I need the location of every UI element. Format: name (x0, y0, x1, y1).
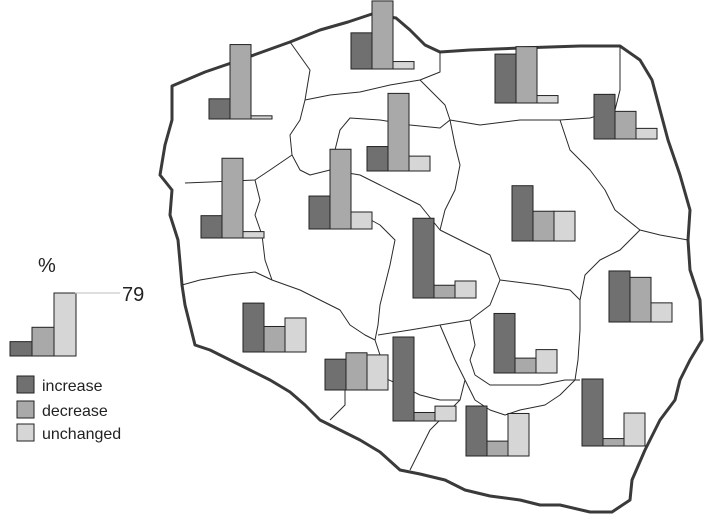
region-chart (494, 46, 559, 104)
bar-unchanged (350, 211, 373, 230)
legend-label-increase: increase (42, 378, 103, 395)
bar-decrease (532, 210, 555, 242)
bar-increase (392, 336, 415, 422)
bar-unchanged (242, 231, 265, 239)
region-chart (465, 405, 530, 457)
bar-decrease (263, 325, 286, 353)
bar-decrease (345, 352, 368, 391)
bar-increase (324, 358, 347, 391)
region-chart (608, 270, 673, 323)
region-chart (593, 93, 658, 140)
bar-decrease (221, 157, 244, 239)
region-chart (350, 0, 415, 70)
region-chart (242, 302, 307, 353)
bar-unchanged (392, 61, 415, 70)
bar-decrease (515, 46, 538, 104)
bar-decrease (387, 92, 410, 172)
bar-unchanged (553, 210, 576, 242)
region-chart (308, 148, 373, 230)
bar-increase (308, 195, 331, 230)
bar-decrease (229, 44, 252, 120)
bar-unchanged (408, 155, 431, 172)
legend-swatch-unchanged (16, 423, 35, 442)
bar-unchanged (650, 302, 673, 323)
legend-unit: % (38, 255, 56, 277)
region-chart (581, 378, 646, 447)
legend: % 79 increase decrease unchanged (9, 255, 144, 443)
bar-decrease (514, 357, 537, 374)
legend-example-chart (9, 292, 77, 357)
bar-unchanged (623, 412, 646, 447)
bar-increase (200, 215, 223, 239)
legend-label-decrease: decrease (42, 403, 108, 420)
bar-decrease (602, 438, 625, 447)
bar-decrease (371, 0, 394, 70)
bar-unchanged (454, 280, 477, 299)
legend-max-label: 79 (122, 284, 144, 306)
bar-unchanged (366, 354, 389, 391)
bar-decrease (329, 148, 352, 230)
bar-increase (593, 93, 616, 140)
region-charts (200, 0, 673, 457)
bar-decrease (413, 411, 436, 422)
bar-decrease (629, 276, 652, 323)
bar-unchanged (284, 317, 307, 353)
bar-unchanged (507, 412, 530, 457)
region-chart (392, 336, 457, 422)
bar-decrease (433, 284, 456, 299)
legend-bar-unchanged (53, 292, 77, 357)
bar-unchanged (250, 115, 273, 120)
region-chart (200, 157, 265, 239)
bar-unchanged (635, 127, 658, 140)
bar-increase (350, 32, 373, 70)
bar-increase (493, 312, 516, 374)
bar-increase (511, 185, 534, 242)
bar-increase (608, 270, 631, 323)
region-chart (493, 312, 558, 374)
bar-unchanged (434, 405, 457, 422)
bar-decrease (486, 440, 509, 457)
bar-decrease (614, 110, 637, 140)
legend-label-unchanged: unchanged (42, 426, 121, 443)
bar-unchanged (536, 95, 559, 104)
region-chart (366, 92, 431, 172)
region-chart (208, 44, 273, 120)
bar-increase (494, 53, 517, 104)
bar-increase (242, 302, 265, 353)
bar-increase (465, 405, 488, 457)
bar-increase (208, 98, 231, 120)
bar-increase (366, 146, 389, 172)
region-chart (324, 352, 389, 391)
legend-bar-increase (9, 341, 33, 357)
region-chart (412, 217, 477, 299)
legend-bar-decrease (31, 326, 55, 357)
region-chart (511, 185, 576, 242)
legend-swatch-increase (16, 375, 35, 394)
legend-swatch-decrease (16, 400, 35, 419)
bar-increase (581, 378, 604, 447)
bar-unchanged (535, 349, 558, 374)
bar-increase (412, 217, 435, 299)
